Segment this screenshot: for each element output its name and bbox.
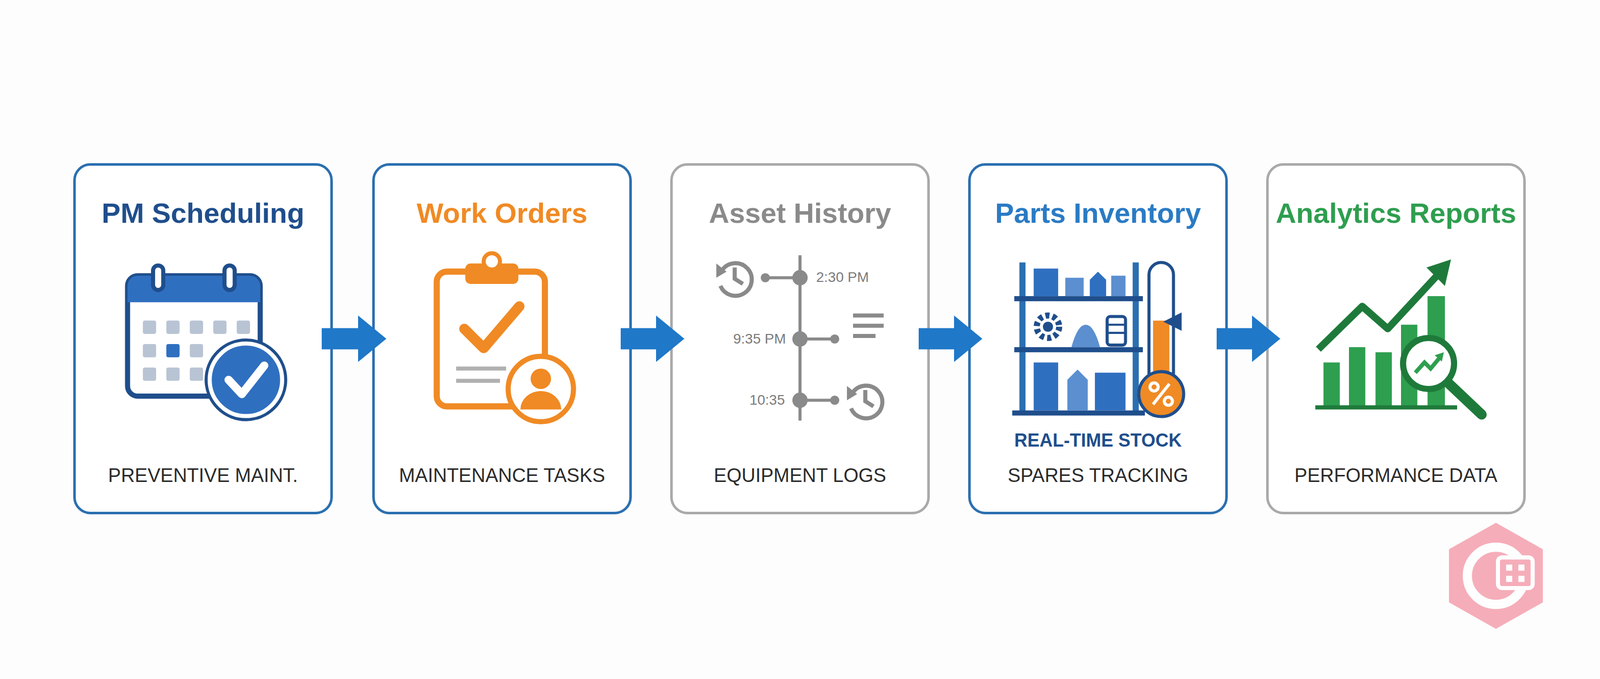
flow-arrow <box>620 315 685 363</box>
watermark-logo <box>1448 522 1543 629</box>
box-title: Asset History <box>672 194 928 232</box>
box-title: Analytics Reports <box>1268 194 1524 232</box>
shelf-icon <box>1012 262 1184 417</box>
timeline-icon <box>716 255 884 421</box>
flow-arrow <box>1216 315 1281 363</box>
box-title: Parts Inventory <box>970 194 1226 232</box>
box-subtitle: PREVENTIVE MAINT. <box>75 463 331 487</box>
time-label: 2:30 PM <box>816 268 869 286</box>
stock-tag: REAL-TIME STOCK <box>970 429 1226 452</box>
box-subtitle: SPARES TRACKING <box>970 463 1226 487</box>
box-subtitle: PERFORMANCE DATA <box>1268 463 1524 487</box>
box-subtitle: MAINTENANCE TASKS <box>374 463 630 487</box>
chart-icon <box>1315 259 1482 415</box>
process-box: Analytics ReportsPERFORMANCE DATA <box>1266 163 1526 515</box>
box-title: PM Scheduling <box>75 194 331 232</box>
box-subtitle: EQUIPMENT LOGS <box>672 463 928 487</box>
flow-arrow <box>321 315 387 363</box>
time-label: 9:35 PM <box>733 330 786 348</box>
process-box: Parts InventoryREAL-TIME STOCK SPARES TRA… <box>968 163 1228 515</box>
calendar-icon <box>127 265 286 420</box>
flow-arrow <box>918 315 983 363</box>
time-label: 10:35 <box>749 391 785 409</box>
box-title: Work Orders <box>374 194 630 232</box>
clipboard-icon <box>436 253 574 422</box>
